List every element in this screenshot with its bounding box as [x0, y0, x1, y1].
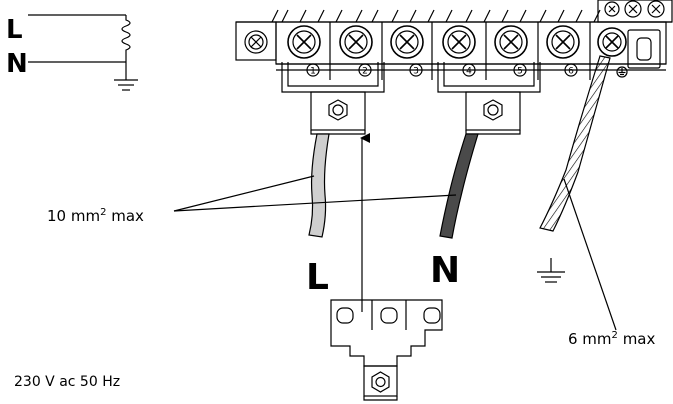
terminal-numbers: 1 2 3 4 5 6 — [306, 63, 628, 78]
screw-icon — [287, 25, 321, 59]
phase-neutral-cable-size-label: 10 mm2 max — [47, 207, 144, 225]
bridge-right — [437, 62, 541, 135]
earth-symbol-icon — [537, 258, 565, 283]
terminal-number: 4 — [466, 67, 472, 77]
screw-icon — [442, 25, 476, 59]
screw-icon — [244, 30, 268, 54]
terminal-number: 3 — [413, 67, 419, 77]
screw-icon — [494, 25, 528, 59]
nut-icon — [328, 99, 348, 121]
supply-rating-label: 230 V ac 50 Hz — [14, 374, 120, 390]
neutral-label: N — [430, 250, 460, 291]
earth-symbol-icon — [616, 66, 628, 78]
screw-icon — [390, 25, 424, 59]
screw-icon — [597, 27, 627, 57]
resistor-icon — [121, 15, 131, 62]
earth-cable — [539, 55, 611, 232]
spare-bridge — [330, 299, 443, 401]
neutral-cable — [439, 133, 479, 239]
schematic-earth-icon — [114, 79, 138, 91]
terminal-number: 2 — [362, 67, 368, 77]
nut-icon — [483, 99, 503, 121]
screw-icon — [339, 25, 373, 59]
terminal-number: 1 — [310, 67, 316, 77]
bridge-left — [281, 62, 385, 135]
terminal-number: 5 — [517, 67, 523, 77]
schematic-n-label: N — [6, 49, 28, 79]
line-label: L — [306, 257, 329, 298]
screw-icon — [647, 0, 665, 18]
schematic: L N — [6, 14, 138, 91]
phase-cable — [308, 133, 330, 238]
leader-lines — [173, 175, 617, 331]
schematic-l-label: L — [6, 15, 23, 45]
earth-cable-size-label: 6 mm2 max — [568, 330, 655, 348]
screw-icon — [604, 1, 620, 17]
screws — [244, 0, 665, 59]
nut-icon — [371, 371, 390, 393]
screw-icon — [624, 0, 642, 18]
screw-icon — [546, 25, 580, 59]
terminal-number: 6 — [568, 67, 574, 77]
